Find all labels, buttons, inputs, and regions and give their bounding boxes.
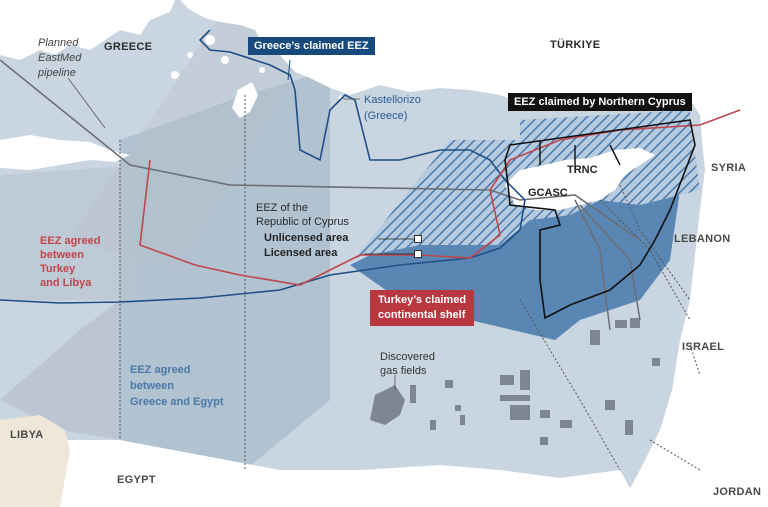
label-libya: LIBYA — [10, 429, 44, 441]
greece-eez-callout: Greece’s claimed EEZ — [248, 37, 375, 55]
legend-marker-licensed — [414, 250, 422, 258]
eastmed-line1: Planned — [38, 37, 79, 49]
land-greece — [0, 0, 175, 60]
land-island — [259, 67, 265, 73]
label-greece-egypt-eez: EEZ agreed between Greece and Egypt — [130, 362, 224, 410]
land-turkey — [180, 0, 768, 120]
label-lebanon: LEBANON — [674, 233, 731, 245]
greece-egypt-line1: EEZ agreed — [130, 364, 191, 376]
dotted-corridor — [70, 0, 340, 270]
kastellorizo-line2: (Greece) — [364, 110, 408, 122]
gas-line2: gas fields — [380, 365, 427, 377]
connector-eastmed — [67, 77, 106, 129]
greece-eez-line — [0, 29, 526, 304]
northern-cyprus-eez-callout: EEZ claimed by Northern Cyprus — [508, 93, 692, 111]
greece-egypt-line3: Greece and Egypt — [130, 396, 224, 408]
label-turkey-libya-eez: EEZ agreed between Turkey and Libya — [40, 234, 101, 290]
land-levant — [620, 100, 768, 507]
label-jordan: JORDAN — [713, 486, 762, 498]
turkey-shelf-line1: Turkey’s claimed — [378, 294, 467, 306]
land-island — [171, 71, 179, 79]
turkey-libya-line3: Turkey — [40, 263, 76, 275]
gas-line1: Discovered — [380, 351, 436, 363]
turkey-libya-line2: between — [40, 249, 85, 261]
label-turkiye: TÜRKIYE — [550, 39, 601, 51]
label-cyprus-eez: EEZ of the Republic of Cyprus — [256, 201, 349, 229]
turkey-libya-line4: and Libya — [40, 277, 92, 289]
connector-greece-eez — [287, 59, 291, 81]
turkey-libya-eez-area — [0, 165, 140, 300]
turkey-libya-line1: EEZ agreed — [40, 235, 101, 247]
land-island — [187, 52, 193, 58]
turkey-shelf-line2: continental shelf — [378, 309, 466, 321]
label-syria: SYRIA — [711, 162, 747, 174]
land-libya — [0, 415, 70, 507]
gas-pipeline — [574, 199, 611, 331]
dotted-boundaries — [119, 95, 701, 471]
label-licensed-area: Licensed area — [264, 247, 338, 259]
gas-pipeline-2 — [579, 204, 641, 321]
label-unlicensed-area: Unlicensed area — [264, 232, 349, 244]
land-island — [205, 35, 215, 45]
label-egypt: EGYPT — [117, 474, 156, 486]
greece-egypt-eez-area — [120, 70, 330, 470]
land-island — [221, 56, 229, 64]
cyprus-eez-line1: EEZ of the — [256, 202, 308, 214]
legend-marker-unlicensed — [414, 235, 422, 243]
land-cyprus — [505, 148, 655, 210]
turkey-shelf-callout: Turkey’s claimed continental shelf — [370, 290, 475, 326]
label-greece: GREECE — [104, 41, 153, 53]
greece-egypt-line2: between — [130, 380, 175, 392]
northern-cyprus-eez-inner — [539, 140, 621, 170]
northern-cyprus-eez-outline — [504, 119, 696, 320]
land-crete — [0, 135, 130, 170]
turkey-libya-line — [139, 109, 741, 286]
land-egypt — [60, 440, 640, 507]
label-gcasc: GCASC — [528, 187, 568, 199]
label-eastmed-pipeline: Planned EastMed pipeline — [38, 36, 81, 81]
gas-fields — [370, 318, 660, 445]
kastellorizo-line1: Kastellorizo — [364, 94, 421, 106]
eastmed-line3: pipeline — [38, 67, 76, 79]
eastmed-line2: EastMed — [38, 52, 82, 64]
dotted-corridor-lower — [0, 300, 120, 440]
label-israel: ISRAEL — [682, 341, 725, 353]
cyprus-eez-line2: Republic of Cyprus — [256, 216, 349, 228]
label-kastellorizo: Kastellorizo (Greece) — [364, 92, 421, 124]
label-gas-fields: Discovered gas fields — [380, 350, 435, 378]
unlicensed-area-north — [520, 110, 690, 145]
label-trnc: TRNC — [567, 164, 598, 176]
